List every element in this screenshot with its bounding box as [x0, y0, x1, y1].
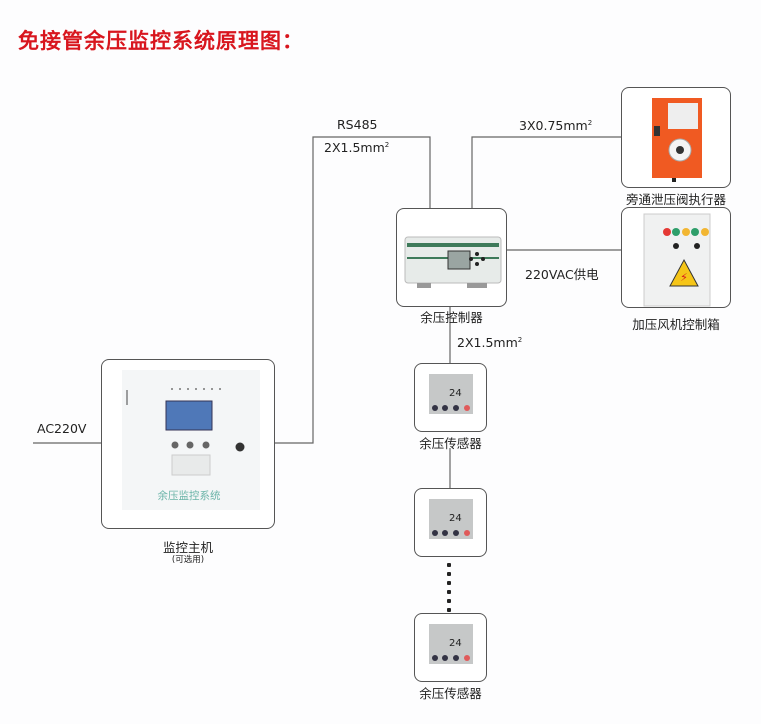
fan-box-image: ⚡	[643, 213, 711, 307]
monitoring-host-note: (可选用)	[171, 555, 205, 565]
fan-control-box[interactable]: ⚡	[621, 207, 731, 308]
rs485-cable-sup: 2	[384, 140, 390, 149]
sensor-1-display: 24	[449, 388, 462, 399]
svg-text:⚡: ⚡	[680, 271, 688, 284]
monitoring-host-label: 监控主机	[162, 540, 213, 555]
ellipsis-dot	[447, 572, 451, 576]
bypass-valve-actuator[interactable]	[621, 87, 731, 188]
mains-label: AC220V	[37, 421, 87, 436]
pressure-sensor-2[interactable]: 24	[414, 488, 487, 557]
sensor-n-image: 24	[429, 624, 473, 664]
page-title: 免接管余压监控系统原理图：	[18, 29, 304, 53]
bypass-valve-actuator-label: 旁通泄压阀执行器	[625, 192, 726, 207]
fan-control-box-label: 加压风机控制箱	[632, 317, 720, 332]
pressure-sensor-1-label: 余压传感器	[419, 436, 482, 451]
sensor-1-image: 24	[429, 374, 473, 414]
svg-text:24: 24	[449, 513, 462, 524]
pressure-sensor-n[interactable]: 24	[414, 613, 487, 682]
pressure-controller-label: 余压控制器	[420, 310, 483, 325]
actuator-cable-sup: 2	[587, 118, 593, 127]
ellipsis-dot	[447, 599, 451, 603]
power-supply-label: 220VAC供电	[525, 267, 599, 282]
rs485-cable-text: 2X1.5mm	[324, 140, 385, 155]
controller-image	[404, 236, 502, 288]
svg-text:24: 24	[449, 638, 462, 649]
sensor-cable-sup: 2	[517, 335, 523, 344]
ellipsis-dot	[447, 590, 451, 594]
actuator-wire	[471, 136, 621, 208]
pressure-controller[interactable]	[396, 208, 507, 307]
sensor-cable-label: 2X1.5mm2	[457, 335, 522, 350]
actuator-image	[652, 98, 702, 182]
ellipsis-dot	[447, 563, 451, 567]
sensor-2-image: 24	[429, 499, 473, 539]
rs485-label: RS485	[337, 117, 378, 132]
ellipsis-dot	[447, 608, 451, 612]
host-lcd	[165, 400, 213, 431]
actuator-cable-text: 3X0.75mm	[519, 118, 588, 133]
actuator-cable-label: 3X0.75mm2	[519, 118, 592, 133]
monitoring-host[interactable]: 余压监控系统	[101, 359, 275, 529]
rs485-wire	[275, 136, 431, 444]
rs485-cable-label: 2X1.5mm2	[324, 140, 389, 155]
monitoring-host-image	[122, 370, 260, 510]
sensor-cable-text: 2X1.5mm	[457, 335, 518, 350]
host-panel-text: 余压监控系统	[157, 490, 221, 502]
pressure-sensor-n-label: 余压传感器	[419, 686, 482, 701]
ellipsis-dot	[447, 581, 451, 585]
pressure-sensor-1[interactable]: 24	[414, 363, 487, 432]
